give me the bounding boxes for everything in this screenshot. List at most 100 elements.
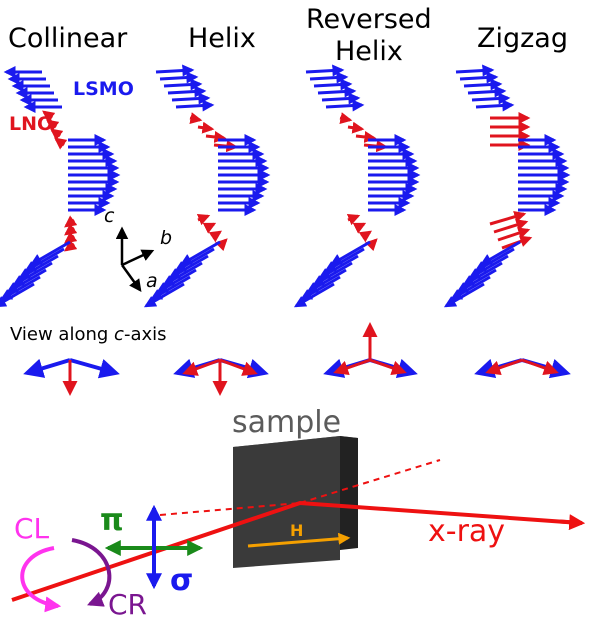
- spin-arrow-lno: [202, 222, 217, 234]
- cl-label: CL: [14, 512, 50, 545]
- sample-side-face: [340, 436, 358, 550]
- spin-arrow: [321, 92, 361, 105]
- spin-panel-collinear: [0, 66, 121, 308]
- title-zigzag: Zigzag: [477, 23, 568, 54]
- scattering-geometry: sample H x-ray π σ CL CR: [11, 405, 586, 621]
- spin-arrow: [311, 261, 353, 287]
- label-lsmo: LSMO: [73, 78, 134, 100]
- spin-arrow-lno: [50, 128, 64, 141]
- xray-label: x-ray: [428, 514, 505, 549]
- spin-arrow-lno: [208, 230, 222, 243]
- spin-arrow: [11, 261, 53, 287]
- projection-zigzag: [474, 358, 571, 379]
- spin-arrow-lno: [54, 137, 68, 150]
- field-arrow: [247, 532, 351, 548]
- spin-arrow-lno: [64, 231, 78, 244]
- field-label: H: [290, 521, 303, 540]
- spin-arrow-lno: [346, 213, 361, 226]
- spin-arrow-lno: [196, 213, 211, 226]
- spin-arrow-lno: [355, 130, 377, 143]
- spin-arrow-lno: [64, 223, 78, 236]
- spin-arrow: [293, 282, 335, 308]
- spin-arrow-lno: [339, 112, 353, 125]
- spin-arrow-lno: [493, 219, 529, 234]
- axis-a-label: a: [146, 270, 158, 292]
- cr-arc-arrow: [71, 538, 112, 607]
- spin-arrow: [323, 247, 365, 273]
- spin-arrow: [459, 71, 499, 84]
- spin-arrow: [167, 254, 209, 280]
- view-caption: View along c-axis: [10, 324, 167, 345]
- spin-arrow: [161, 261, 203, 287]
- spin-arrow: [317, 254, 359, 280]
- spin-arrow-lno: [46, 119, 60, 132]
- spin-arrow: [143, 282, 185, 308]
- spin-arrow: [449, 275, 491, 301]
- spin-arrow-lno: [197, 121, 215, 134]
- projection-helix: [173, 358, 269, 396]
- spin-arrow: [475, 99, 515, 112]
- spin-arrow: [175, 99, 215, 112]
- spin-arrow-lno: [497, 227, 531, 242]
- spin-arrow: [0, 275, 41, 301]
- spin-arrow: [179, 240, 221, 266]
- spin-arrow: [467, 85, 507, 98]
- spin-arrow: [171, 92, 211, 105]
- spin-arrow-lno: [358, 230, 372, 243]
- spin-panel-zigzag: [443, 64, 571, 308]
- projection-collinear: [23, 358, 120, 396]
- spin-arrow: [173, 247, 215, 273]
- spin-arrow: [159, 71, 199, 84]
- title-reversed-helix-line2: Helix: [335, 36, 403, 67]
- cr-label: CR: [108, 588, 147, 621]
- xray-beam-arrowhead: [559, 514, 586, 531]
- spin-arrow: [309, 71, 349, 84]
- label-lno: LNO: [9, 113, 53, 135]
- spin-arrow: [155, 64, 195, 77]
- spin-arrow-lno: [189, 112, 203, 125]
- sample-label: sample: [232, 405, 341, 440]
- spin-arrow: [17, 254, 59, 280]
- spin-arrow: [5, 268, 47, 294]
- spin-arrow: [479, 240, 521, 266]
- title-reversed-helix-line1: Reversed: [306, 4, 432, 35]
- spin-arrow: [149, 275, 191, 301]
- spin-arrow: [299, 275, 341, 301]
- spin-arrow-lno: [352, 222, 367, 234]
- spin-arrow-lno: [364, 238, 378, 252]
- sample-block: [233, 436, 340, 568]
- spin-arrow: [0, 282, 35, 308]
- spin-arrow: [305, 268, 347, 294]
- spin-arrow: [467, 254, 509, 280]
- spin-arrow-lno: [214, 238, 228, 252]
- spin-arrow-lno: [205, 130, 227, 143]
- spin-arrow: [163, 78, 203, 91]
- specular-dashed-line: [159, 502, 301, 516]
- spin-arrow: [455, 64, 495, 77]
- crystal-axes: c b a: [104, 205, 172, 293]
- spin-arrow: [29, 240, 71, 266]
- spin-arrow-lno: [489, 210, 527, 226]
- spin-arrow: [317, 85, 357, 98]
- cl-arc-arrow: [20, 546, 62, 613]
- spin-arrow: [313, 78, 353, 91]
- title-collinear: Collinear: [8, 23, 128, 54]
- spin-arrow: [461, 261, 503, 287]
- spin-arrow: [443, 282, 485, 308]
- axis-c-label: c: [104, 205, 115, 227]
- spin-arrow: [167, 85, 207, 98]
- spin-panel-helix: [143, 64, 271, 308]
- spin-arrow-lno: [347, 121, 365, 134]
- spin-arrow-lno: [64, 215, 78, 228]
- title-helix: Helix: [188, 23, 256, 54]
- spin-arrow: [305, 64, 345, 77]
- spin-arrow: [463, 78, 503, 91]
- axis-a-arrow: [120, 264, 142, 293]
- spin-arrow: [329, 240, 371, 266]
- spin-arrow-lno: [42, 110, 56, 123]
- pi-label: π: [100, 503, 124, 538]
- spin-arrow: [473, 247, 515, 273]
- incident-extension-dashed-line: [299, 459, 441, 504]
- spin-arrow: [155, 268, 197, 294]
